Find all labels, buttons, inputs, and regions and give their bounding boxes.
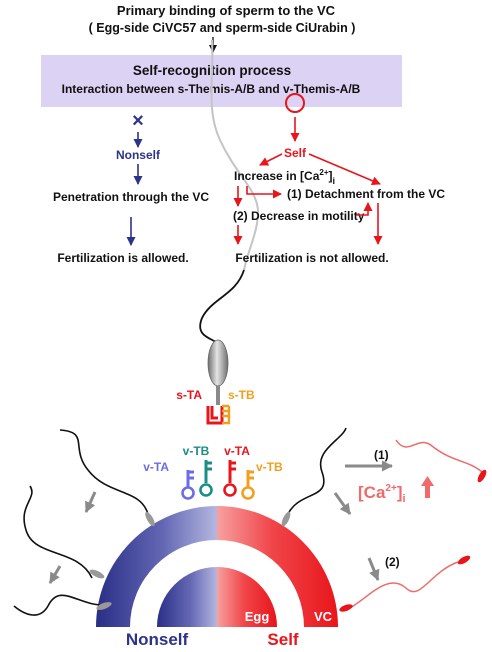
calcium-up-arrow-shaft: [425, 484, 430, 498]
nonself-sperm-tail-2: [23, 485, 93, 579]
v-tb-right-key-icon: [241, 470, 255, 500]
bottom-nonself-label: Nonself: [126, 630, 189, 649]
sperm-head: [207, 339, 229, 387]
nonself-cross-icon: ×: [132, 110, 144, 132]
self-step-motility: (2) Decrease in motility: [233, 209, 365, 223]
egg-label: Egg: [245, 609, 270, 624]
self-recognition-box: [41, 55, 402, 107]
self-calcium-increase: Increase in [Ca2+]i: [234, 168, 335, 186]
self-circle-icon: [285, 93, 305, 113]
motility-arrow-2: [367, 557, 380, 581]
detached-sperm-head-1: [477, 469, 487, 483]
label-s-ta: s-TA: [176, 388, 202, 402]
bottom-self-label: Self: [267, 630, 299, 649]
self-arrow-to-detachment: [308, 153, 381, 186]
label-v-tb-left: v-TB: [183, 444, 210, 458]
self-step-detachment: (1) Detachment from the VC: [287, 187, 445, 201]
nonself-penetration-arrow-1: [84, 491, 97, 513]
detached-sperm-tail-1: [395, 439, 483, 473]
detached-sperm-tail-2: [349, 561, 459, 609]
nonself-branch-label: Nonself: [116, 148, 161, 162]
arrow-label-1: (1): [374, 448, 389, 462]
bottom-calcium-label: [Ca2+]i: [358, 483, 406, 505]
nonself-penetration-arrow-2: [48, 565, 62, 584]
nonself-sperm-head-1: [145, 511, 155, 527]
self-sperm-head-attached: [281, 511, 291, 527]
nonself-sperm-tail-1: [59, 429, 149, 515]
self-sperm-tail-attached: [287, 427, 347, 515]
label-s-tb: s-TB: [228, 388, 255, 402]
detached-sperm-head-2: [339, 604, 353, 612]
nonself-sperm-head-3: [96, 602, 112, 610]
nonself-result: Fertilization is allowed.: [57, 251, 188, 265]
header-line-1: Primary binding of sperm to the VC: [117, 3, 336, 18]
s-ta-key-icon: [206, 406, 224, 425]
egg-self-half: [217, 567, 277, 627]
s-tb-key-icon: [222, 404, 231, 425]
v-ta-left-key-icon: [181, 470, 195, 500]
v-tb-left-key-icon: [199, 460, 213, 497]
nonself-sperm-head-2: [89, 569, 105, 579]
label-v-tb-right: v-TB: [256, 460, 283, 474]
vc-self-half: [217, 506, 338, 627]
vc-label: VC: [314, 609, 333, 624]
arrow-label-2: (2): [385, 555, 400, 569]
sperm-tail: [199, 269, 245, 346]
header-line-2: ( Egg-side CiVC57 and sperm-side CiUrabi…: [89, 21, 356, 35]
label-v-ta-right: v-TA: [224, 444, 250, 458]
calcium-up-arrow-icon: [421, 476, 434, 486]
passing-sperm-tail: [210, 39, 260, 271]
self-arrow-to-calcium: [259, 153, 283, 166]
self-result: Fertilization is not allowed.: [235, 251, 388, 265]
calcium-to-detachment-arrow: [246, 186, 282, 199]
egg-nonself-half: [157, 567, 217, 627]
nonself-step-penetration: Penetration through the VC: [53, 190, 209, 204]
vc-nonself-half: [96, 506, 217, 627]
self-branch-label: Self: [284, 146, 307, 160]
v-ta-right-key-icon: [223, 460, 237, 497]
label-v-ta-left: v-TA: [143, 460, 169, 474]
motility-to-detachment-arrow: [356, 202, 373, 216]
detached-sperm-head-3: [457, 555, 471, 565]
nonself-sperm-tail-3: [13, 594, 106, 616]
approach-arrow: [333, 492, 352, 515]
